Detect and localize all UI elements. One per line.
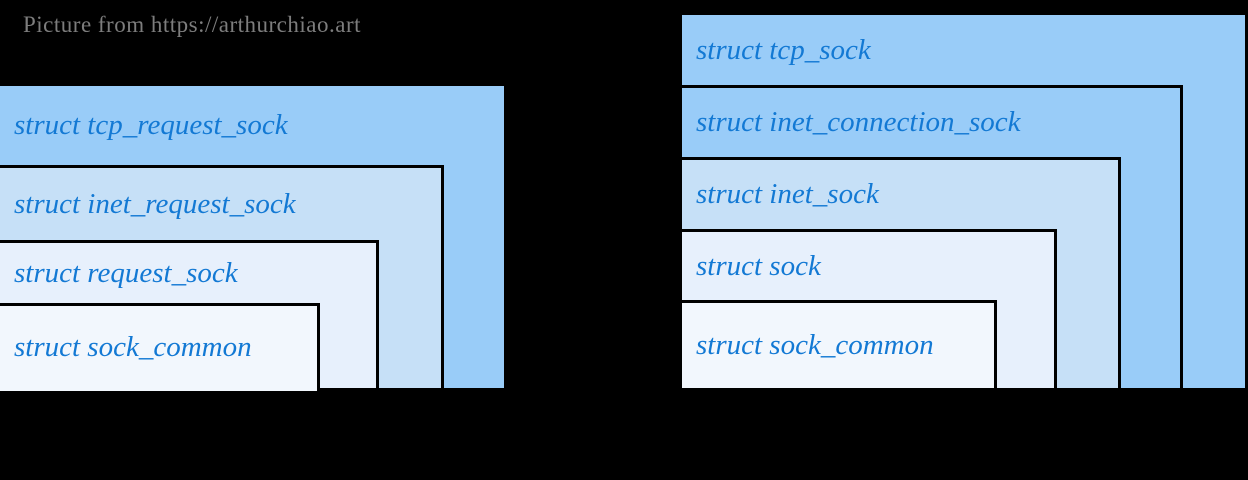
struct-label-sock-common-right: struct sock_common <box>696 329 934 361</box>
source-caption: Picture from https://arthurchiao.art <box>23 12 361 37</box>
struct-label-inet-connection-sock: struct inet_connection_sock <box>696 106 1021 138</box>
box-sock-common-right: struct sock_common <box>679 300 997 391</box>
struct-label-request-sock: struct request_sock <box>14 256 238 289</box>
struct-label-inet-sock: struct inet_sock <box>696 178 879 210</box>
struct-label-inet-request-sock: struct inet_request_sock <box>14 187 296 220</box>
struct-label-tcp-sock: struct tcp_sock <box>696 33 871 66</box>
struct-label-tcp-request-sock: struct tcp_request_sock <box>14 109 288 141</box>
box-sock-common-left: struct sock_common <box>0 303 320 394</box>
struct-label-sock: struct sock <box>696 249 821 282</box>
struct-label-sock-common-left: struct sock_common <box>14 330 252 363</box>
